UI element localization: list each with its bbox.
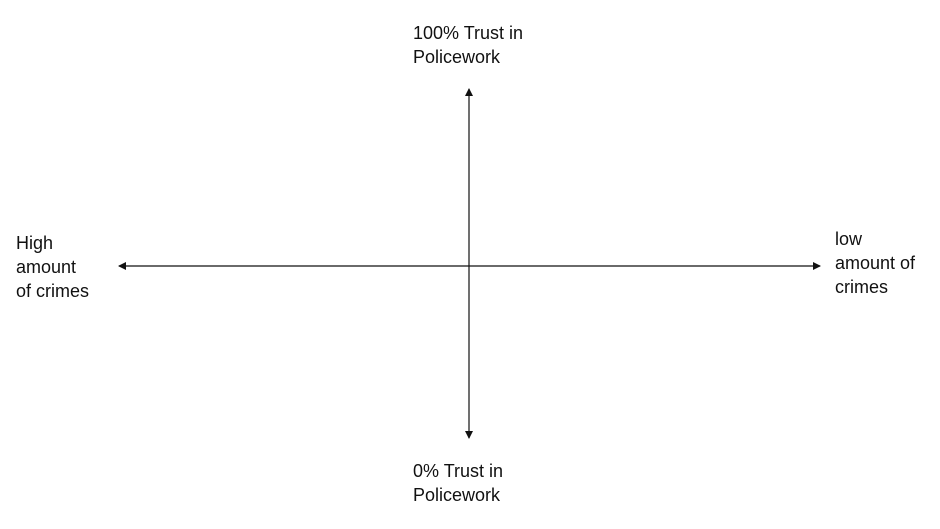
axis-label-left-line: amount [16,257,77,277]
axis-label-right-line: amount of [835,253,916,273]
axis-label-bottom: 0% Trust in Policework [413,459,503,507]
axis-label-left: High amount of crimes [16,231,89,303]
axis-label-top-line: Policework [413,47,501,67]
axis-label-left-line: of crimes [16,281,90,301]
axis-label-right: low amount of crimes [835,227,915,299]
axis-label-bottom-line: 0% Trust in [413,461,504,481]
axis-label-top: 100% Trust in Policework [413,21,523,69]
axis-label-top-line: 100% Trust in [413,23,524,43]
axis-label-right-line: crimes [835,277,888,297]
axis-label-bottom-line: Policework [413,485,501,505]
axis-label-left-line: High [16,233,54,253]
axis-label-right-line: low [835,229,863,249]
